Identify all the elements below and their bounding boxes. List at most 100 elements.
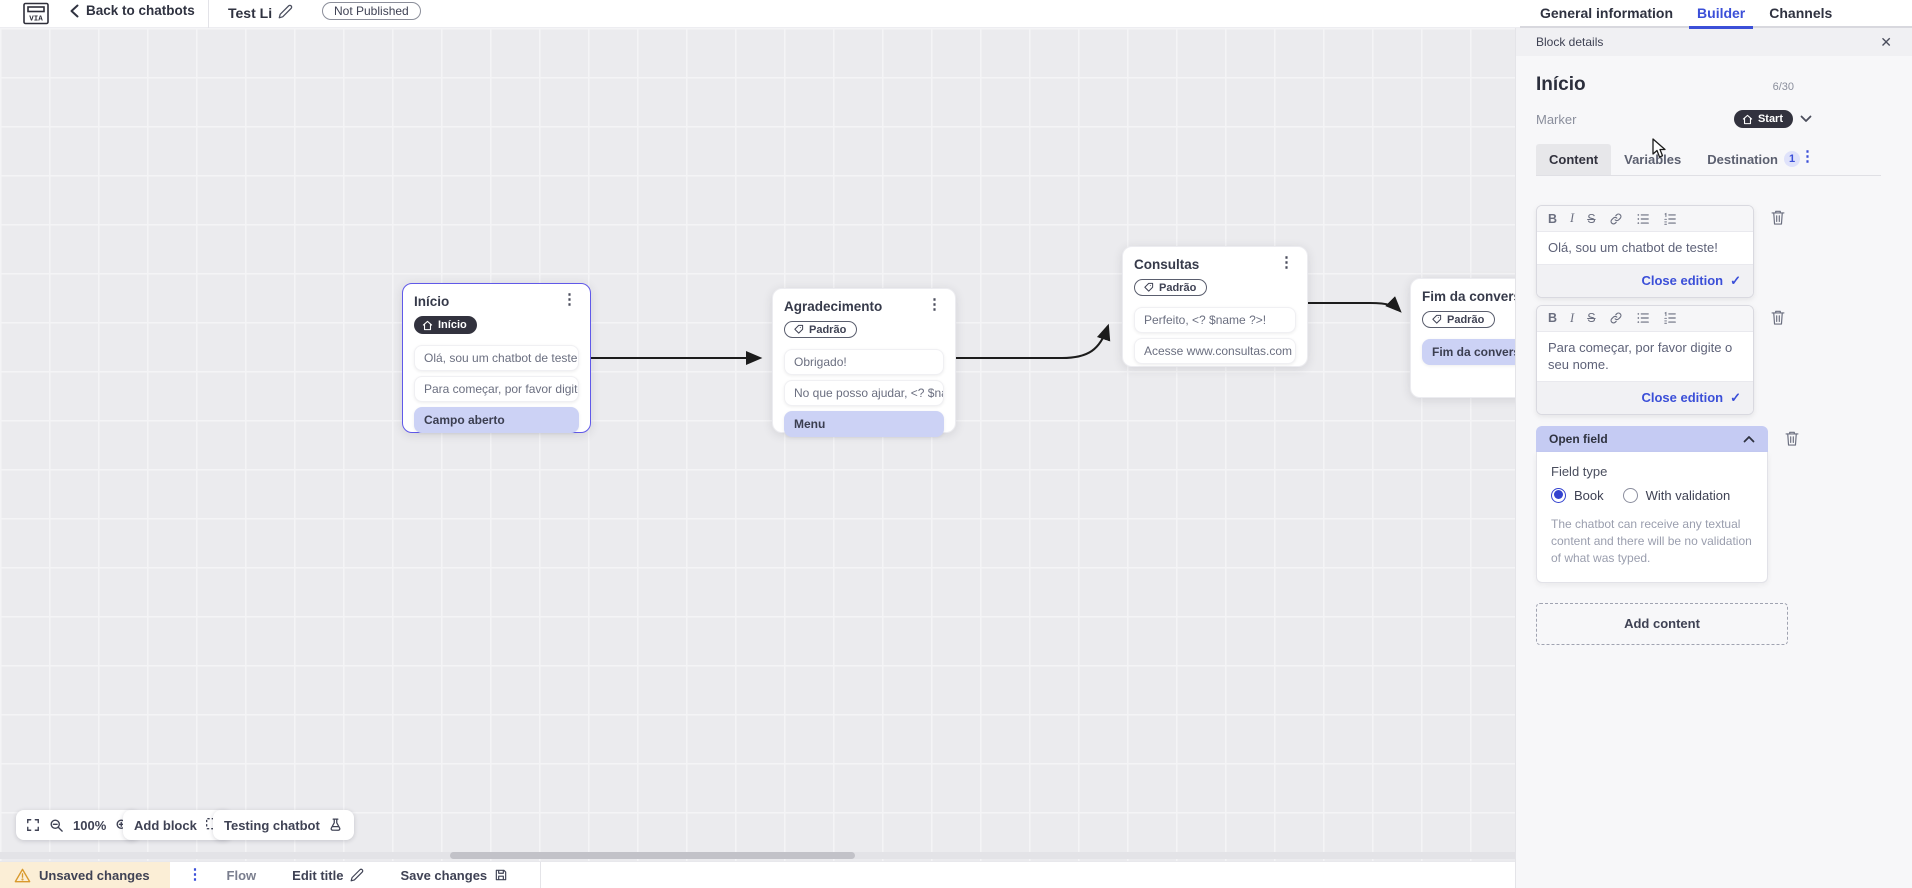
add-content-button[interactable]: Add content: [1536, 602, 1788, 645]
tag-icon: [1431, 314, 1442, 325]
numbered-list-icon[interactable]: [1663, 212, 1677, 226]
block-tag-default: Padrão: [1134, 279, 1208, 296]
flask-icon: [328, 817, 343, 833]
strikethrough-icon[interactable]: S: [1587, 211, 1596, 226]
topbar-divider: [208, 0, 209, 28]
open-field-body: Field type Book With validation The chat…: [1536, 451, 1768, 583]
open-field-title: Open field: [1549, 431, 1608, 446]
flow-block-fim-da-conversa[interactable]: Fim da conversa Padrão Fim da conversa: [1410, 278, 1515, 398]
block-item[interactable]: Obrigado!: [784, 349, 944, 375]
message-text[interactable]: Olá, sou um chatbot de teste!: [1537, 232, 1753, 264]
delete-content-icon[interactable]: [1770, 209, 1786, 226]
close-edition-button[interactable]: Close edition: [1641, 273, 1724, 289]
destination-count-badge: 1: [1784, 151, 1801, 167]
warning-icon: [14, 868, 31, 883]
message-text[interactable]: Para começar, por favor digite o seu nom…: [1537, 331, 1753, 381]
tab-general-information[interactable]: General information: [1540, 5, 1674, 21]
fullscreen-icon[interactable]: [26, 818, 40, 832]
topbar: VIA Back to chatbots Test Li Not Publish…: [0, 0, 1912, 29]
flow-canvas[interactable]: Início ⋮ Início Olá, sou um chatbot de t…: [0, 28, 1515, 888]
open-field-section: Open field Field type Book Wi: [1536, 425, 1799, 583]
edit-title-pencil-icon[interactable]: [278, 4, 293, 19]
publish-status-badge: Not Published: [322, 2, 421, 20]
marker-row: Marker Start: [1536, 110, 1812, 128]
pencil-icon: [350, 868, 364, 882]
block-menu-icon[interactable]: ⋮: [562, 291, 577, 308]
save-icon: [494, 868, 508, 882]
block-title: Consultas: [1134, 257, 1200, 272]
statusbar-menu-icon[interactable]: ⋮: [187, 866, 203, 883]
content-editor: B I S Para começar, por favor di: [1536, 304, 1785, 415]
bullet-list-icon[interactable]: [1636, 212, 1650, 226]
add-block-label: Add block: [134, 817, 197, 833]
field-type-description: The chatbot can receive any textual cont…: [1551, 516, 1752, 566]
block-item[interactable]: Acesse www.consultas.com par...: [1134, 338, 1296, 364]
open-field-header[interactable]: Open field: [1536, 425, 1768, 452]
bold-icon[interactable]: B: [1548, 211, 1558, 226]
app-logo-icon[interactable]: VIA: [22, 2, 52, 26]
marker-label: Marker: [1536, 111, 1577, 127]
link-icon[interactable]: [1609, 212, 1623, 226]
save-changes-button[interactable]: Save changes: [400, 868, 508, 883]
tab-destination[interactable]: Destination 1: [1694, 143, 1813, 175]
flow-block-inicio[interactable]: Início ⋮ Início Olá, sou um chatbot de t…: [402, 283, 591, 433]
rich-text-editor: B I S Para começar, por favor di: [1536, 304, 1754, 415]
panel-tabs-menu-icon[interactable]: ⋮: [1800, 148, 1815, 165]
italic-icon[interactable]: I: [1570, 211, 1575, 225]
flow-block-agradecimento[interactable]: Agradecimento ⋮ Padrão Obrigado! No que …: [772, 288, 956, 437]
tab-channels[interactable]: Channels: [1769, 5, 1833, 21]
flow-label[interactable]: Flow: [226, 867, 257, 883]
block-item-menu[interactable]: Menu: [784, 411, 944, 437]
save-changes-label: Save changes: [400, 867, 488, 883]
block-items: Olá, sou um chatbot de teste! Para começ…: [414, 344, 579, 433]
block-items: Perfeito, <? $name ?>! Acesse www.consul…: [1134, 307, 1296, 364]
block-item-end[interactable]: Fim da conversa: [1422, 339, 1515, 365]
block-head: Consultas ⋮: [1134, 254, 1296, 272]
home-icon: [422, 320, 433, 331]
block-menu-icon[interactable]: ⋮: [927, 296, 942, 313]
editor-footer: Close edition ✓: [1537, 380, 1753, 414]
field-type-options: Book With validation: [1551, 487, 1753, 503]
block-title: Agradecimento: [784, 299, 883, 314]
marker-select[interactable]: Start: [1733, 110, 1812, 128]
chevron-down-icon: [1800, 115, 1812, 123]
link-icon[interactable]: [1609, 311, 1623, 325]
numbered-list-icon[interactable]: [1663, 311, 1677, 325]
block-item[interactable]: No que posso ajudar, <? $name ...: [784, 380, 944, 406]
panel-header: Block details ✕: [1516, 28, 1912, 56]
field-type-label: Field type: [1551, 463, 1608, 479]
block-name-input[interactable]: Início: [1536, 74, 1586, 95]
zoom-out-icon[interactable]: [49, 818, 64, 833]
block-item-open-field[interactable]: Campo aberto: [414, 406, 579, 433]
edit-title-label: Edit title: [292, 867, 344, 883]
radio-option-book[interactable]: Book: [1551, 487, 1604, 503]
radio-option-with-validation[interactable]: With validation: [1622, 487, 1730, 503]
block-name-row: Início 6/30: [1536, 74, 1794, 96]
delete-open-field-icon[interactable]: [1784, 430, 1800, 447]
close-edition-button[interactable]: Close edition: [1641, 390, 1724, 406]
statusbar-divider: [540, 861, 542, 888]
bullet-list-icon[interactable]: [1636, 311, 1650, 325]
editor-footer: Close edition ✓: [1537, 263, 1753, 297]
tag-icon: [793, 324, 804, 335]
block-item[interactable]: Olá, sou um chatbot de teste!: [414, 344, 579, 371]
block-item[interactable]: Perfeito, <? $name ?>!: [1134, 307, 1296, 333]
panel-title: Block details: [1536, 35, 1604, 49]
italic-icon[interactable]: I: [1570, 310, 1575, 325]
tab-builder[interactable]: Builder: [1688, 0, 1754, 29]
tab-content[interactable]: Content: [1536, 144, 1612, 175]
tab-variables[interactable]: Variables: [1624, 152, 1682, 167]
testing-chatbot-button[interactable]: Testing chatbot: [213, 810, 354, 840]
block-items: Fim da conversa: [1422, 339, 1515, 365]
close-panel-icon[interactable]: ✕: [1880, 33, 1892, 50]
block-menu-icon[interactable]: ⋮: [1279, 254, 1294, 271]
back-to-chatbots-button[interactable]: Back to chatbots: [70, 3, 195, 18]
edit-title-button[interactable]: Edit title: [292, 868, 364, 883]
strikethrough-icon[interactable]: S: [1587, 311, 1596, 326]
bold-icon[interactable]: B: [1548, 311, 1558, 326]
flow-block-consultas[interactable]: Consultas ⋮ Padrão Perfeito, <? $name ?>…: [1122, 246, 1308, 367]
horizontal-scrollbar-thumb[interactable]: [450, 852, 855, 859]
delete-content-icon[interactable]: [1770, 309, 1786, 326]
block-item[interactable]: Para começar, por favor digite o ...: [414, 375, 579, 402]
